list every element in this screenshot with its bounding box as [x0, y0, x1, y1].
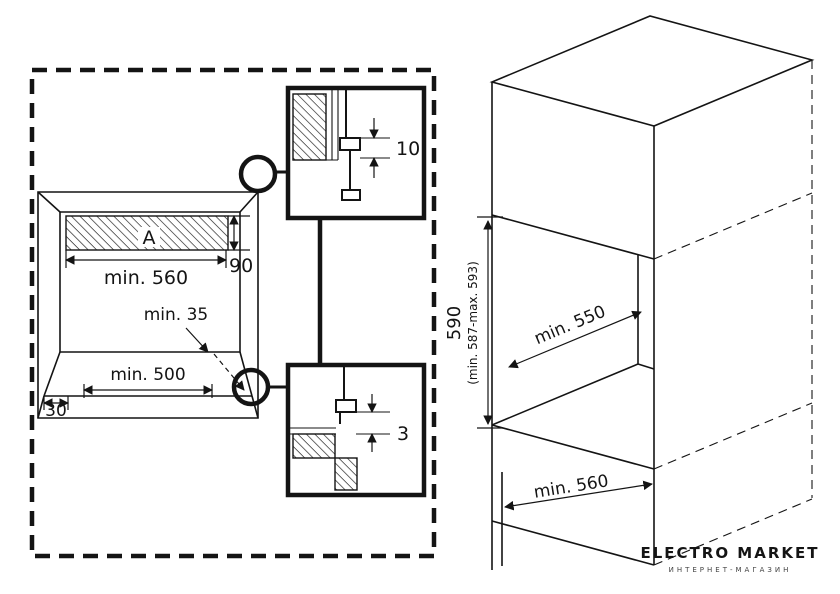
dim-label-min560-iso: min. 560: [532, 471, 610, 503]
iso-hidden-edges: [653, 60, 813, 566]
front-view-floor-lines: [43, 351, 253, 397]
iso-view: 590 (min. 587-max. 593) min. 550 min. 56…: [444, 15, 815, 570]
detail-bottom-step: [335, 399, 357, 413]
label-a: A: [143, 227, 156, 249]
detail-top-section: 10: [285, 85, 427, 221]
dim-min560-iso-arrow: [504, 480, 653, 511]
dim-label-min560: min. 560: [104, 267, 188, 289]
detail-top-profile-lines: [345, 90, 351, 190]
dim-label-min35: min. 35: [144, 305, 209, 325]
label-a-backplate: [138, 227, 160, 247]
front-view-corner-lines: [37, 191, 259, 419]
dim-label-30: 30: [45, 401, 67, 421]
callout-circle-top: [238, 154, 278, 194]
dim-min560-ext-lines: [65, 250, 227, 268]
dim-label-590: 590: [444, 306, 465, 340]
dim-label-10: 10: [396, 138, 420, 160]
dim-label-90: 90: [229, 255, 253, 277]
callout-circle-bottom: [231, 367, 271, 407]
front-view: A min. 560 90 min. 35 min. 500 30: [37, 191, 259, 421]
dashed-leader-arrow: [213, 353, 245, 391]
dim-min35-leader-arrow: [185, 327, 209, 353]
detail-top-flange: [341, 189, 361, 201]
logo-title: ELECTRO MARKET: [640, 544, 819, 562]
dim-590-ext-lines: [477, 216, 503, 429]
detail-bottom-shelf-wood: [292, 433, 336, 459]
iso-front-horizontal-edges: [491, 214, 655, 566]
logo: ELECTRO MARKET ИНТЕРНЕТ-МАГАЗИН: [640, 544, 819, 574]
detail-bottom-wall-wood: [334, 457, 358, 491]
detail-top-wood-section: [292, 93, 327, 161]
dashed-boundary-box: [29, 67, 437, 559]
detail-bottom-profile-lines: [339, 367, 345, 424]
detail-callouts: [231, 154, 323, 407]
dim-label-590-range: (min. 587-max. 593): [466, 261, 480, 385]
dim-label-3: 3: [397, 423, 409, 445]
dim-90-ext-lines: [228, 215, 250, 251]
logo-subtitle: ИНТЕРНЕТ-МАГАЗИН: [669, 566, 792, 574]
dim-min550-arrow: [508, 310, 642, 369]
detail-top-gap-lines: [326, 90, 339, 161]
detail-top-step: [339, 137, 361, 151]
iso-top-face: [489, 15, 815, 127]
detail-bottom-section: 3: [285, 362, 427, 498]
dim-label-min500: min. 500: [110, 365, 185, 385]
